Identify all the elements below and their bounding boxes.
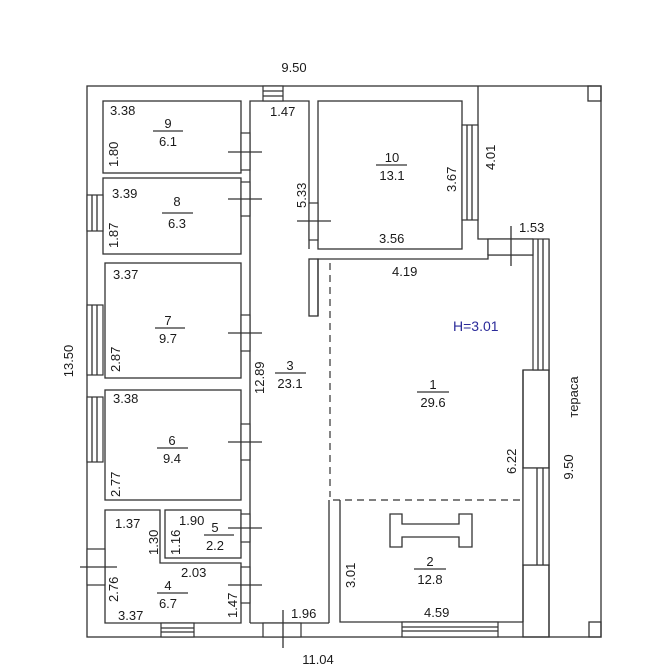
svg-text:1.53: 1.53 [519,220,544,235]
svg-text:13.1: 13.1 [379,168,404,183]
svg-text:12.8: 12.8 [417,572,442,587]
svg-text:11.04: 11.04 [302,652,334,667]
svg-text:1.16: 1.16 [168,530,183,555]
svg-text:1.90: 1.90 [179,513,204,528]
svg-text:2.03: 2.03 [181,565,206,580]
window-icon [262,85,284,102]
svg-text:1.37: 1.37 [115,516,140,531]
room-label-10: 10 13.1 [376,150,407,183]
svg-text:3.38: 3.38 [110,103,135,118]
walls [86,85,602,638]
door-icon [228,423,262,461]
svg-text:13.50: 13.50 [61,345,76,378]
terrace-post-top [587,85,602,102]
door-icon [80,548,117,586]
svg-text:1.80: 1.80 [106,142,121,167]
svg-text:5: 5 [211,520,218,535]
svg-text:2.2: 2.2 [206,538,224,553]
svg-text:3: 3 [286,358,293,373]
svg-text:10: 10 [385,150,399,165]
svg-text:1.47: 1.47 [270,104,295,119]
room-label-9: 96.1 [153,116,183,149]
windows [86,85,550,638]
bed-icon [389,513,473,548]
room-4 [104,509,242,624]
room-1-wall [317,254,533,316]
door-icon [228,513,262,543]
svg-text:2: 2 [426,554,433,569]
svg-text:8: 8 [173,194,180,209]
svg-text:1.96: 1.96 [291,606,316,621]
svg-text:тераса: тераса [566,376,581,418]
door-icon [228,181,262,217]
svg-text:9: 9 [164,116,171,131]
dimension-labels: 9.50 11.04 13.50 9.50 тераса H=3.01 3.38… [61,60,581,667]
svg-text:6: 6 [168,433,175,448]
door-icon [487,226,534,266]
svg-text:H=3.01: H=3.01 [453,318,499,334]
svg-text:29.6: 29.6 [420,395,445,410]
window-icon [401,621,499,638]
svg-text:9.4: 9.4 [163,451,181,466]
svg-text:12.89: 12.89 [252,361,267,394]
svg-text:1.87: 1.87 [106,223,121,248]
svg-text:6.1: 6.1 [159,134,177,149]
svg-text:6.22: 6.22 [504,449,519,474]
room-label-7: 79.7 [155,313,185,346]
svg-text:3.67: 3.67 [444,167,459,192]
svg-text:7: 7 [164,313,171,328]
room-label-1: 129.6 [417,377,449,410]
svg-text:4: 4 [164,578,171,593]
room-label-3: 323.1 [275,358,306,391]
window-icon [86,194,104,232]
svg-text:4.19: 4.19 [392,264,417,279]
svg-text:2.87: 2.87 [108,347,123,372]
svg-text:23.1: 23.1 [277,376,302,391]
svg-text:2.77: 2.77 [108,472,123,497]
room-label-8: 86.3 [162,194,193,231]
room-label-4: 46.7 [157,578,188,611]
svg-text:3.01: 3.01 [343,563,358,588]
svg-text:1: 1 [429,377,436,392]
svg-text:4.01: 4.01 [483,145,498,170]
svg-text:3.56: 3.56 [379,231,404,246]
room-label-6: 69.4 [157,433,188,466]
window-icon [532,238,550,371]
window-icon [86,304,104,376]
svg-text:4.59: 4.59 [424,605,449,620]
terrace-post-bottom [588,621,602,638]
door-icon [297,202,331,241]
svg-text:3.39: 3.39 [112,186,137,201]
door-icon [228,132,262,171]
svg-text:3.37: 3.37 [113,267,138,282]
partition-stub [308,258,319,317]
svg-text:3.37: 3.37 [118,608,143,623]
window-icon [160,622,195,638]
svg-text:3.38: 3.38 [113,391,138,406]
door-icon [228,566,262,604]
door-icon [228,314,262,352]
svg-text:2.76: 2.76 [106,577,121,602]
room-label-5: 52.2 [204,520,234,553]
svg-text:9.7: 9.7 [159,331,177,346]
svg-text:6.7: 6.7 [159,596,177,611]
door-icon [262,610,302,648]
window-icon [461,124,479,221]
svg-text:9.50: 9.50 [561,454,576,479]
doors [80,132,534,648]
window-icon [522,467,550,566]
room-label-2: 212.8 [414,554,446,587]
svg-text:1.30: 1.30 [146,530,161,555]
window-icon [86,396,104,463]
room-labels: 96.1 86.3 79.7 69.4 52.2 46.7 323.1 1013… [153,116,449,611]
svg-text:1.47: 1.47 [225,593,240,618]
svg-text:5.33: 5.33 [294,183,309,208]
svg-text:9.50: 9.50 [281,60,306,75]
svg-text:6.3: 6.3 [168,216,186,231]
